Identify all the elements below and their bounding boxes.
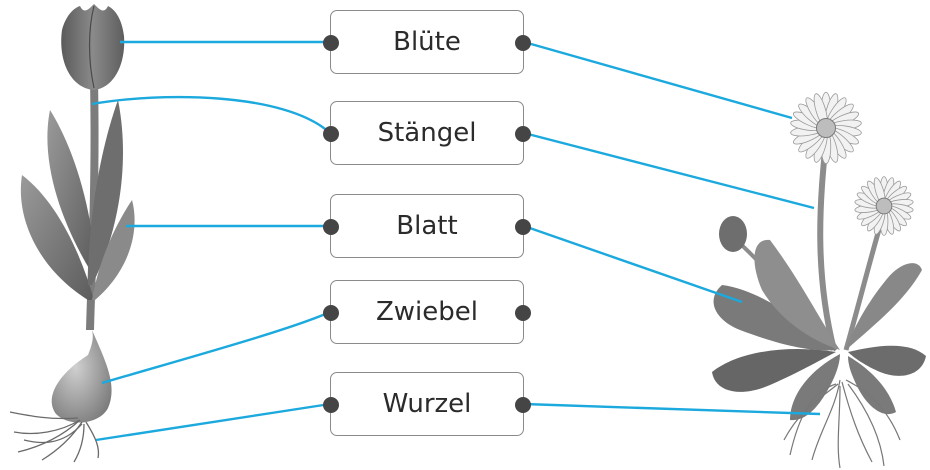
label-bluete: Blüte: [393, 27, 461, 57]
connector-dot-right: [515, 305, 531, 321]
connector-dot-right: [515, 219, 531, 235]
connector-zwiebel-tulip: [101, 310, 331, 385]
connector-wurzel-tulip: [95, 402, 331, 442]
connector-dot-left: [323, 397, 339, 413]
label-box-staengel: Stängel: [323, 101, 531, 165]
connector-blatt-daisy: [523, 224, 743, 304]
label-zwiebel: Zwiebel: [375, 297, 479, 327]
connector-dot-right: [515, 397, 531, 413]
label-box-bluete: Blüte: [323, 10, 531, 74]
connector-dot-right: [515, 35, 531, 51]
connector-dot-left: [323, 219, 339, 235]
daisy-illustration: [712, 91, 926, 469]
daisy-center: [815, 117, 837, 139]
connector-bluete-daisy: [523, 40, 793, 120]
label-staengel: Stängel: [377, 118, 477, 148]
connector-dot-left: [323, 126, 339, 142]
connector-dot-left: [323, 35, 339, 51]
label-blatt: Blatt: [396, 211, 458, 241]
tulip-illustration: [9, 4, 135, 463]
connector-staengel-tulip: [91, 95, 331, 134]
connector-staengel-daisy: [523, 131, 815, 210]
connector-wurzel-daisy: [523, 402, 821, 416]
connector-dot-left: [323, 305, 339, 321]
label-box-wurzel: Wurzel: [323, 372, 531, 436]
connector-dot-right: [515, 126, 531, 142]
label-wurzel: Wurzel: [382, 389, 472, 419]
daisy-center: [875, 197, 893, 215]
connector-lines: [91, 40, 821, 442]
label-box-zwiebel: Zwiebel: [323, 280, 531, 344]
label-box-blatt: Blatt: [323, 194, 531, 258]
